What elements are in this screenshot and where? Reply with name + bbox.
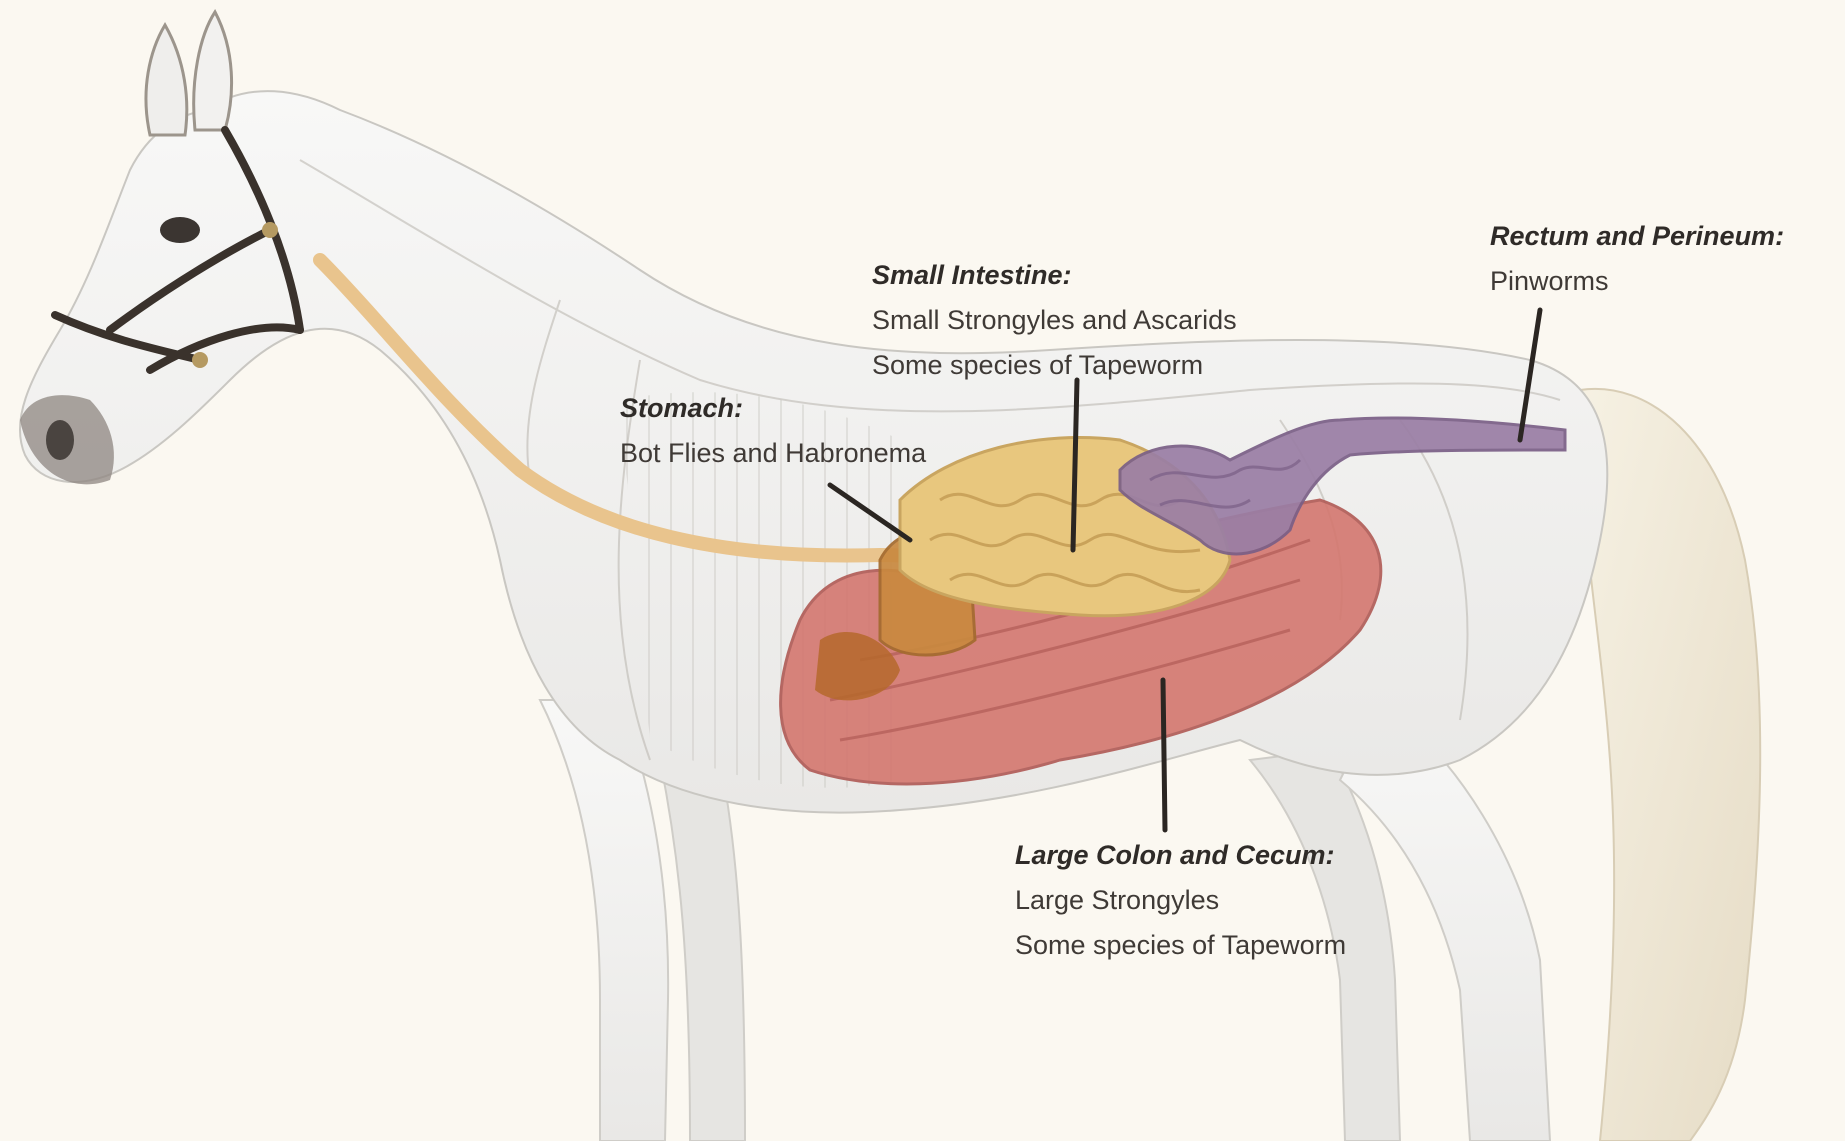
label-rectum-title: Rectum and Perineum:	[1490, 214, 1784, 259]
label-large-colon-line-2: Some species of Tapeworm	[1015, 923, 1346, 968]
label-rectum-perineum: Rectum and Perineum: Pinworms	[1490, 214, 1784, 304]
leader-large-colon	[1163, 680, 1165, 830]
label-large-colon-line-1: Large Strongyles	[1015, 878, 1346, 923]
label-large-colon-cecum: Large Colon and Cecum: Large Strongyles …	[1015, 833, 1346, 968]
fore-leg-far	[660, 760, 745, 1141]
label-small-intestine-title: Small Intestine:	[872, 253, 1237, 298]
label-rectum-line-1: Pinworms	[1490, 259, 1784, 304]
label-small-intestine-line-2: Some species of Tapeworm	[872, 343, 1237, 388]
eye	[160, 217, 200, 243]
label-small-intestine: Small Intestine: Small Strongyles and As…	[872, 253, 1237, 388]
label-large-colon-title: Large Colon and Cecum:	[1015, 833, 1346, 878]
ear-right	[194, 12, 232, 130]
label-stomach-line-1: Bot Flies and Habronema	[620, 431, 926, 476]
nostril	[46, 420, 74, 460]
label-stomach-title: Stomach:	[620, 386, 926, 431]
ear-left	[146, 25, 187, 135]
label-small-intestine-line-1: Small Strongyles and Ascarids	[872, 298, 1237, 343]
label-stomach: Stomach: Bot Flies and Habronema	[620, 386, 926, 476]
